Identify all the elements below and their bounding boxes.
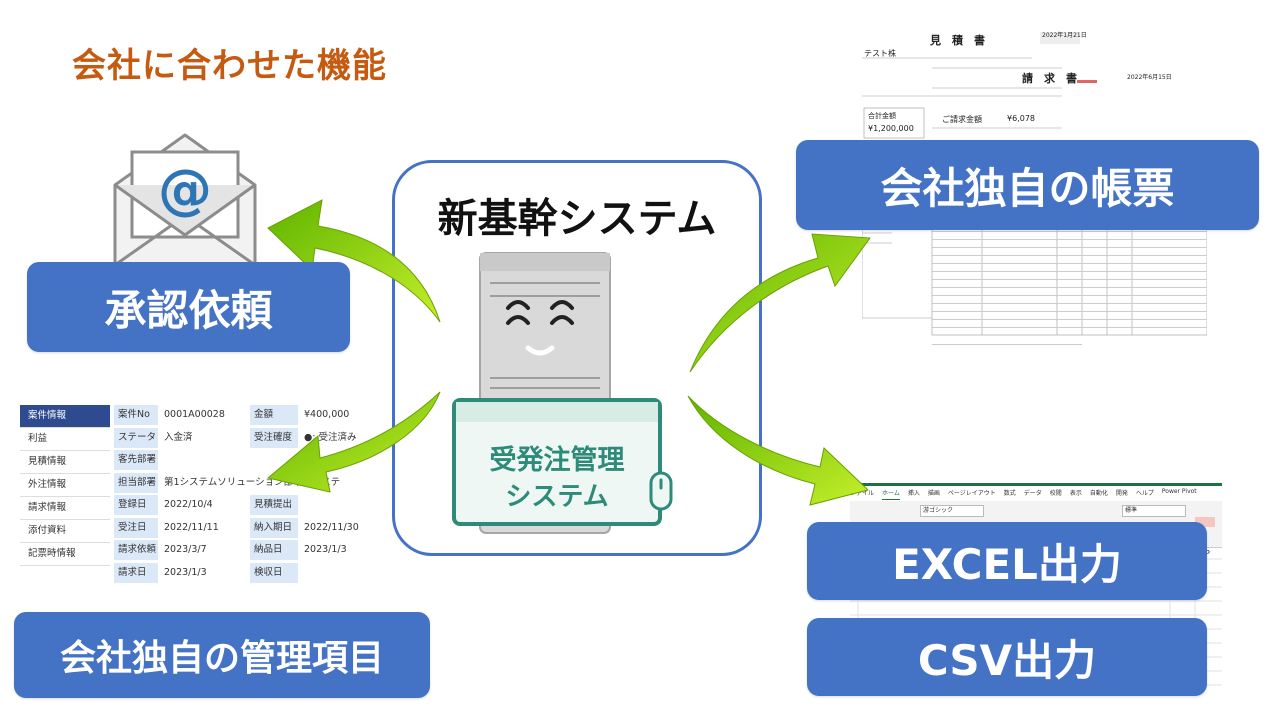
table-sidebar-item: 記票時情報	[20, 543, 110, 566]
excel-ribbon-tabs: ファイルホーム挿入描画ページレイアウト数式データ校閲表示自動化開発ヘルプ Powe…	[850, 488, 1222, 500]
invoice-title: 請 求 書	[1022, 72, 1077, 85]
table-cell-label: 案件No	[114, 405, 158, 425]
email-envelope-icon: @	[113, 133, 257, 267]
table-cell-label: 受注日	[114, 517, 158, 538]
doc-date-2: 2022年6月15日	[1127, 74, 1172, 81]
doc-amount: ¥1,200,000	[868, 124, 914, 133]
table-cell-label: 担当部署	[114, 472, 158, 493]
table-cell-label: 客先部署	[114, 450, 158, 470]
page-title: 会社に合わせた機能	[72, 46, 387, 86]
label-approval-request: 承認依頼	[27, 262, 350, 352]
table-cell-value: 2023/1/3	[164, 566, 207, 578]
excel-tab: 校閲	[1049, 490, 1062, 497]
table-cell-label: 請求日	[114, 562, 158, 583]
table-cell-label: 受注確度	[250, 427, 298, 448]
table-row: 請求日 2023/1/3 検収日	[114, 562, 364, 585]
excel-col-p: P	[1205, 549, 1210, 558]
table-cell-value: ●: 受注済み	[304, 431, 357, 443]
doc-billing-amount: ¥6,078	[1007, 114, 1035, 123]
excel-tab: ファイル	[850, 490, 875, 497]
table-cell-value: 入金済	[164, 431, 193, 443]
custom-items-table-image: 案件情報利益見積情報外注情報請求情報添付資料記票時情報 案件No 0001A000…	[20, 405, 364, 615]
svg-text:@: @	[158, 158, 212, 221]
doc-date-1: 2022年1月21日	[1042, 32, 1087, 39]
table-sidebar-item: 案件情報	[20, 405, 110, 428]
table-cell-value: 2023/1/3	[304, 544, 347, 555]
table-cell-value: 2023/3/7	[164, 544, 207, 555]
table-sidebar: 案件情報利益見積情報外注情報請求情報添付資料記票時情報	[20, 405, 110, 566]
excel-tab: ホーム	[882, 488, 900, 500]
table-cell-value: 2022/11/30	[304, 521, 359, 533]
arrow-to-forms	[689, 233, 871, 373]
order-system-sign: 受発注管理 システム	[452, 398, 662, 526]
table-cell-label: 金額	[250, 405, 298, 425]
table-cell-value: 第1システムソリューション部 第2システ	[164, 476, 341, 488]
sign-line-2: システム	[505, 482, 609, 512]
excel-tab: 数式	[1003, 490, 1016, 497]
excel-tab: ヘルプ	[1135, 490, 1154, 497]
label-custom-items: 会社独自の管理項目	[14, 612, 430, 698]
doc-company: テスト株	[864, 49, 896, 58]
quote-title: 見 積 書	[930, 34, 985, 47]
mouse-icon	[649, 471, 673, 511]
excel-tab: 描画	[927, 490, 940, 497]
arrow-to-approval	[267, 199, 441, 323]
excel-tab: ページレイアウト	[947, 490, 996, 497]
core-system-title: 新基幹システム	[437, 196, 717, 242]
doc-amount-label: 合計金額	[868, 112, 896, 120]
table-cell-value: 2022/10/4	[164, 499, 213, 510]
sign-line-1: 受発注管理	[489, 445, 625, 476]
excel-bad-style	[1195, 517, 1215, 527]
table-cell-label: 登録日	[114, 495, 158, 515]
table-sidebar-item: 外注情報	[20, 474, 110, 497]
arrow-to-custom-items	[266, 391, 441, 493]
excel-tab: Power Pivot	[1161, 488, 1197, 495]
table-cell-value: ¥400,000	[304, 409, 350, 420]
table-sidebar-item: 見積情報	[20, 451, 110, 474]
excel-tab: 開発	[1115, 490, 1128, 497]
excel-font-select: 游ゴシック	[920, 505, 984, 517]
sign-header-strip	[456, 402, 658, 422]
table-cell-value: 2022/11/11	[164, 521, 219, 533]
table-row: 客先部署	[114, 450, 364, 472]
doc-billing-label: ご請求金額	[942, 115, 982, 124]
excel-tab: データ	[1023, 490, 1042, 497]
table-sidebar-item: 利益	[20, 428, 110, 451]
arrow-to-excel	[687, 395, 869, 506]
table-sidebar-item: 請求情報	[20, 497, 110, 520]
table-row: 案件No 0001A00028 金額 ¥400,000	[114, 405, 364, 427]
excel-tab: 自動化	[1089, 490, 1108, 497]
label-csv-output: CSV出力	[807, 618, 1207, 696]
table-row: 受注日 2022/11/11 納入期日 2022/11/30	[114, 517, 364, 540]
excel-title-bar	[850, 483, 1222, 486]
table-cell-label: 納入期日	[250, 517, 298, 538]
label-custom-forms: 会社独自の帳票	[796, 140, 1259, 230]
excel-tab: 挿入	[907, 490, 920, 497]
excel-tab: 表示	[1069, 490, 1082, 497]
table-cell-value: 0001A00028	[164, 409, 225, 420]
table-row: 担当部署第1システムソリューション部 第2システ	[114, 472, 364, 495]
table-cell-label: 検収日	[250, 562, 298, 583]
table-sidebar-item: 添付資料	[20, 520, 110, 543]
table-row: ステータス入金済受注確度●: 受注済み	[114, 427, 364, 463]
table-cell-label: 納品日	[250, 540, 298, 560]
label-excel-output: EXCEL出力	[807, 522, 1207, 600]
excel-style-select: 標準	[1122, 505, 1186, 517]
